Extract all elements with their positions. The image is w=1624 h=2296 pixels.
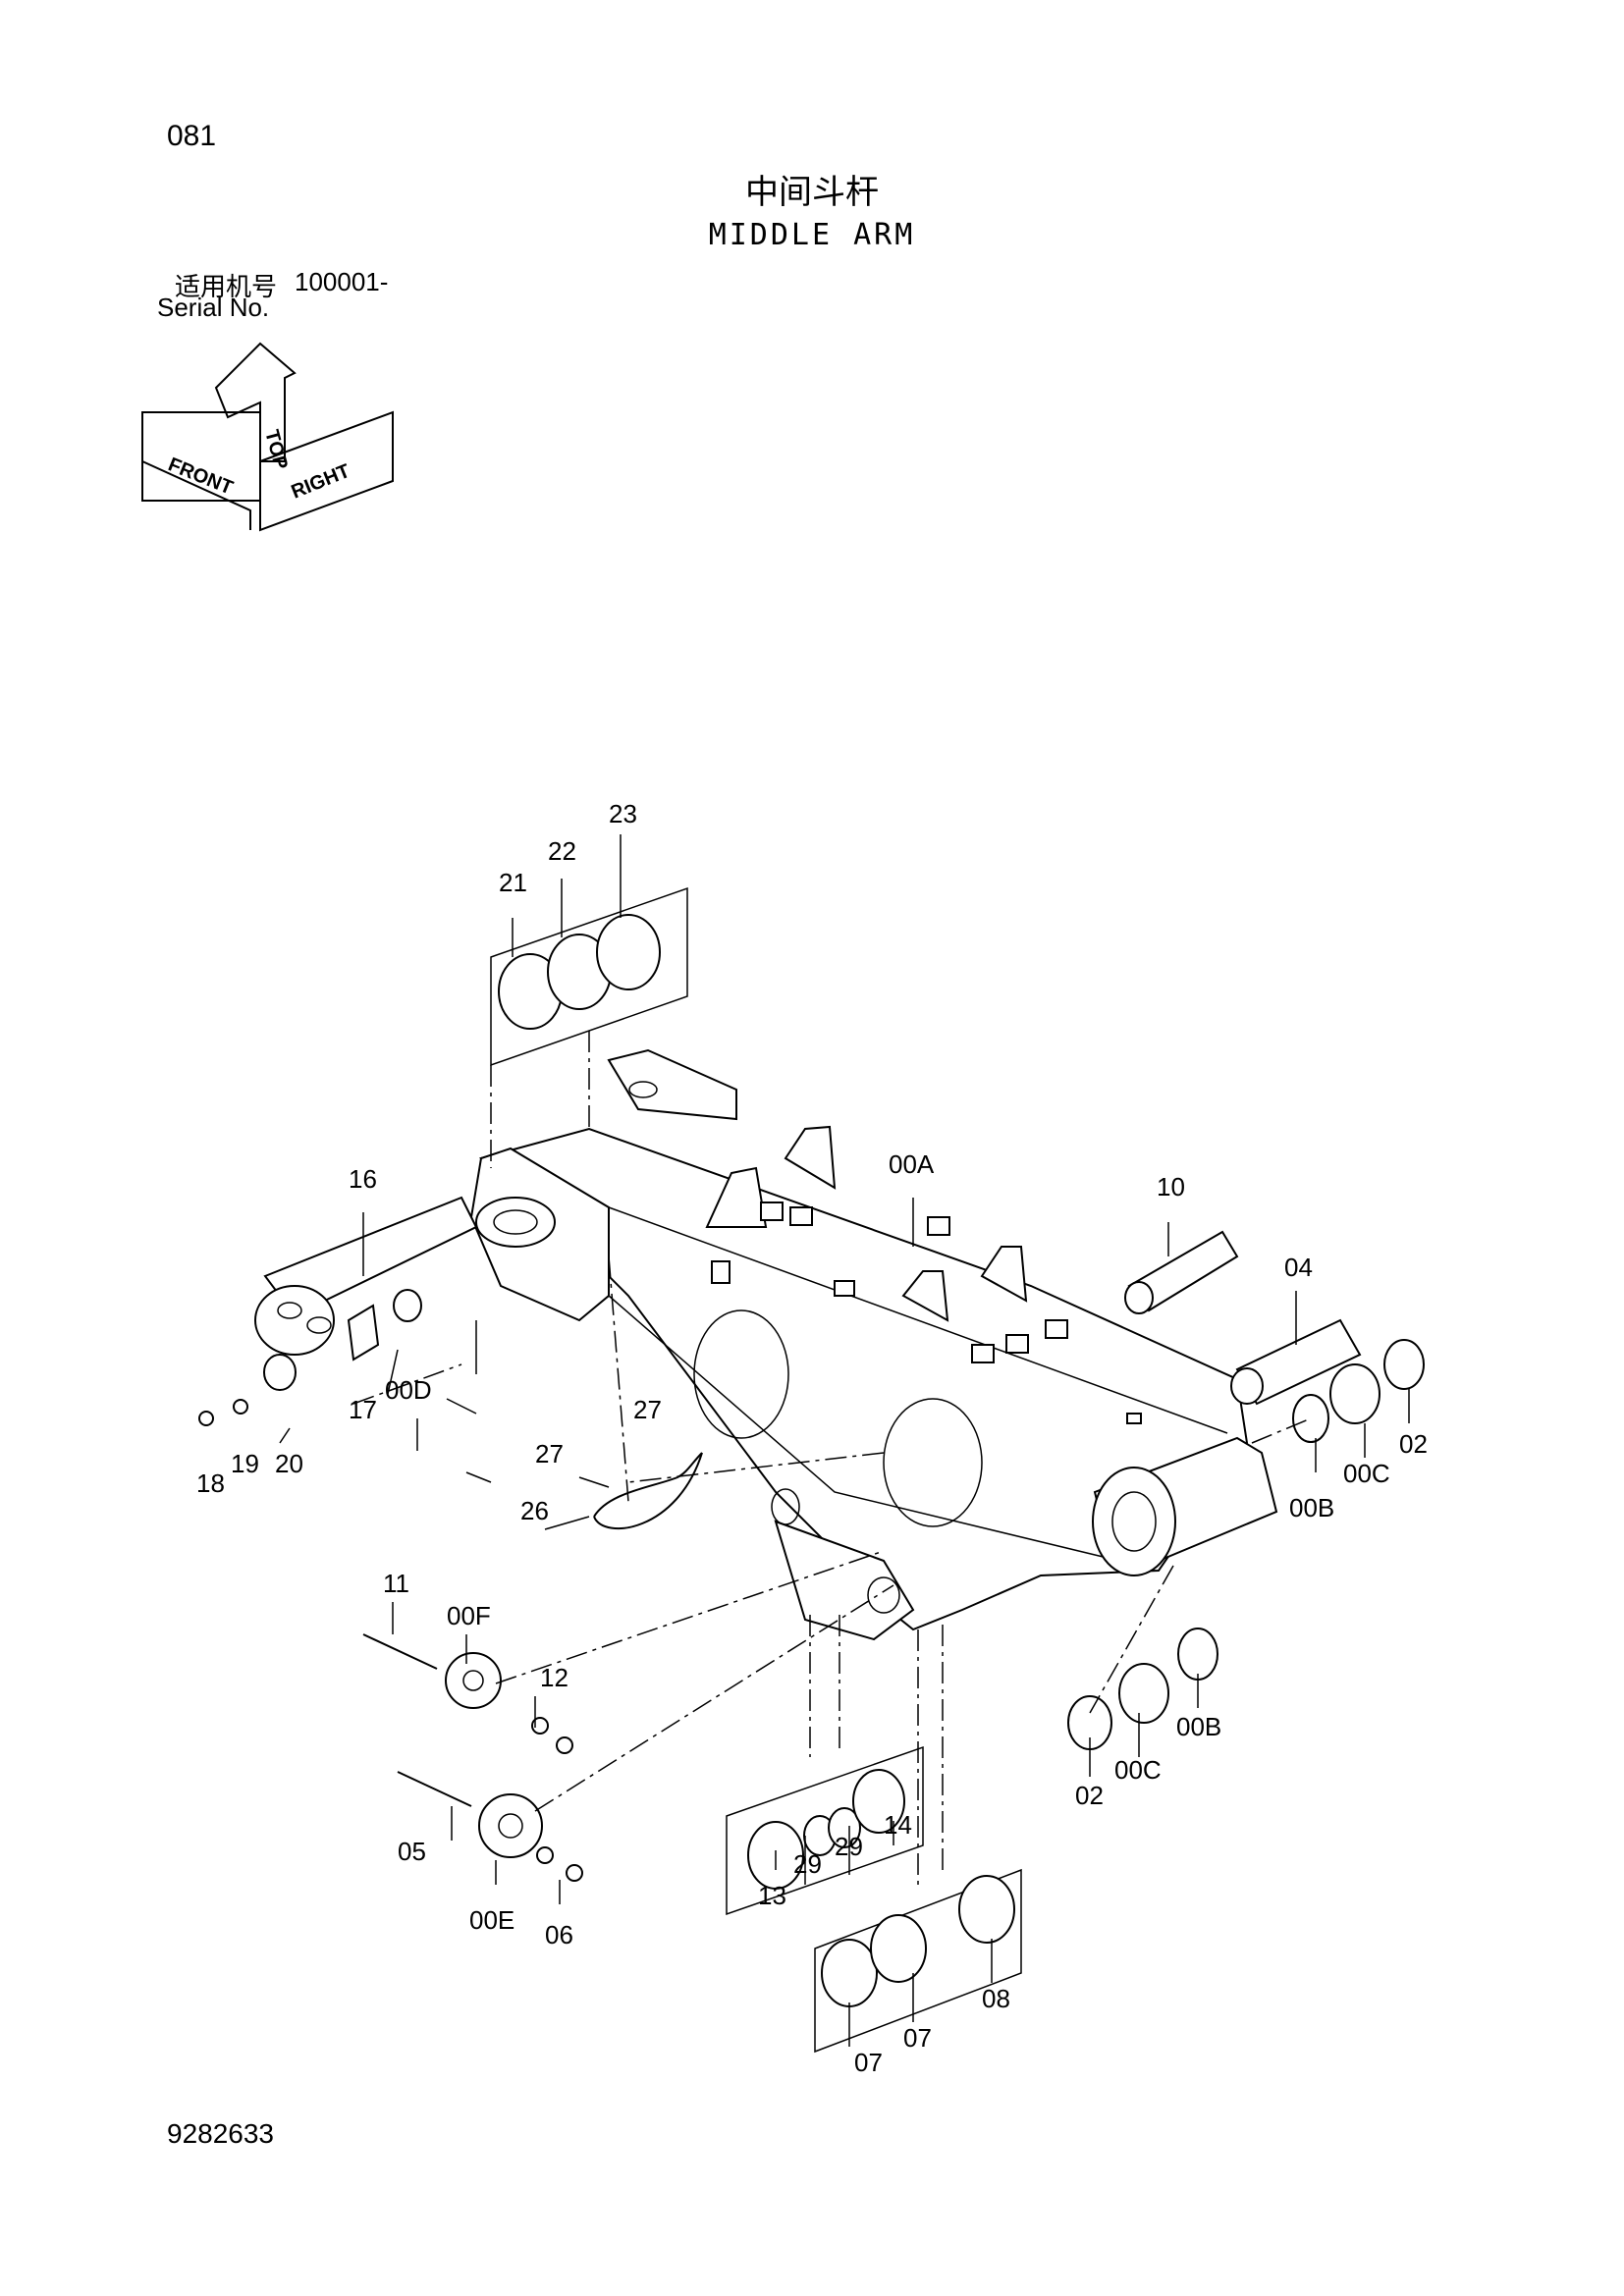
callout-06: 06: [545, 1920, 573, 1949]
callout-05: 05: [398, 1837, 426, 1866]
page-number: 081: [167, 120, 217, 152]
callout-21: 21: [499, 868, 527, 897]
shims-top: [490, 886, 688, 1067]
callout-00C-bottom: 00C: [1114, 1755, 1162, 1785]
centerlines: [352, 1031, 1312, 1885]
bushing-set-top: [1292, 1339, 1425, 1443]
callout-22: 22: [548, 836, 576, 866]
callout-labels: 23 22 21 00A 10 04 16 00B 00C 02 17 00D …: [196, 799, 1428, 2077]
orientation-right-label: RIGHT: [289, 460, 353, 504]
callout-18: 18: [196, 1468, 225, 1498]
wire-26: [593, 1452, 703, 1530]
callout-00C-top: 00C: [1343, 1459, 1390, 1488]
callout-00D: 00D: [385, 1375, 432, 1405]
orientation-front-label: FRONT: [165, 454, 236, 499]
callout-00F: 00F: [447, 1601, 491, 1630]
callout-12: 12: [540, 1663, 568, 1692]
title-chinese: 中间斗杆: [745, 173, 879, 212]
orientation-indicator: TOP FRONT RIGHT: [141, 342, 394, 532]
callout-29-left: 29: [793, 1849, 822, 1879]
callout-19: 19: [231, 1449, 259, 1478]
title-english: MIDDLE ARM: [708, 218, 916, 252]
callout-07-left: 07: [854, 2048, 883, 2077]
callout-00B-bottom: 00B: [1176, 1712, 1221, 1741]
callout-02-top: 02: [1399, 1429, 1428, 1459]
pin-collars: [198, 1289, 583, 1882]
bushing-set-bottom: [1067, 1628, 1218, 1750]
callout-11: 11: [383, 1569, 409, 1598]
callout-08: 08: [982, 1984, 1010, 2013]
callout-20: 20: [275, 1449, 303, 1478]
callout-23: 23: [609, 799, 637, 828]
callout-10: 10: [1157, 1172, 1185, 1201]
serial-label-english: Serial No.: [157, 293, 270, 322]
leader-lines: [279, 834, 1410, 2047]
callout-27-right: 27: [633, 1395, 662, 1424]
middle-arm-body: [469, 1048, 1278, 1641]
callout-13: 13: [758, 1881, 786, 1910]
orientation-top-label: TOP: [260, 428, 292, 472]
callout-07-right: 07: [903, 2023, 932, 2053]
callout-02-bottom: 02: [1075, 1781, 1104, 1810]
shims-bottom-right: [814, 1868, 1022, 2054]
callout-29-right: 29: [835, 1832, 863, 1861]
pin-16: [254, 1196, 478, 1356]
pin-04: [1230, 1318, 1362, 1406]
callout-16: 16: [349, 1164, 377, 1194]
callout-00A: 00A: [889, 1149, 935, 1179]
serial-label-chinese: 适用机号: [175, 273, 278, 302]
callout-17: 17: [349, 1395, 377, 1424]
callout-27-left: 27: [535, 1439, 564, 1468]
serial-number-range: 100001-: [295, 267, 389, 296]
callout-00B-top: 00B: [1289, 1493, 1334, 1522]
callout-04: 04: [1284, 1253, 1313, 1282]
pin-10: [1124, 1230, 1239, 1314]
callout-00E: 00E: [469, 1905, 514, 1935]
callout-26: 26: [520, 1496, 549, 1525]
document-number: 9282633: [167, 2118, 275, 2149]
callout-14: 14: [884, 1810, 912, 1840]
